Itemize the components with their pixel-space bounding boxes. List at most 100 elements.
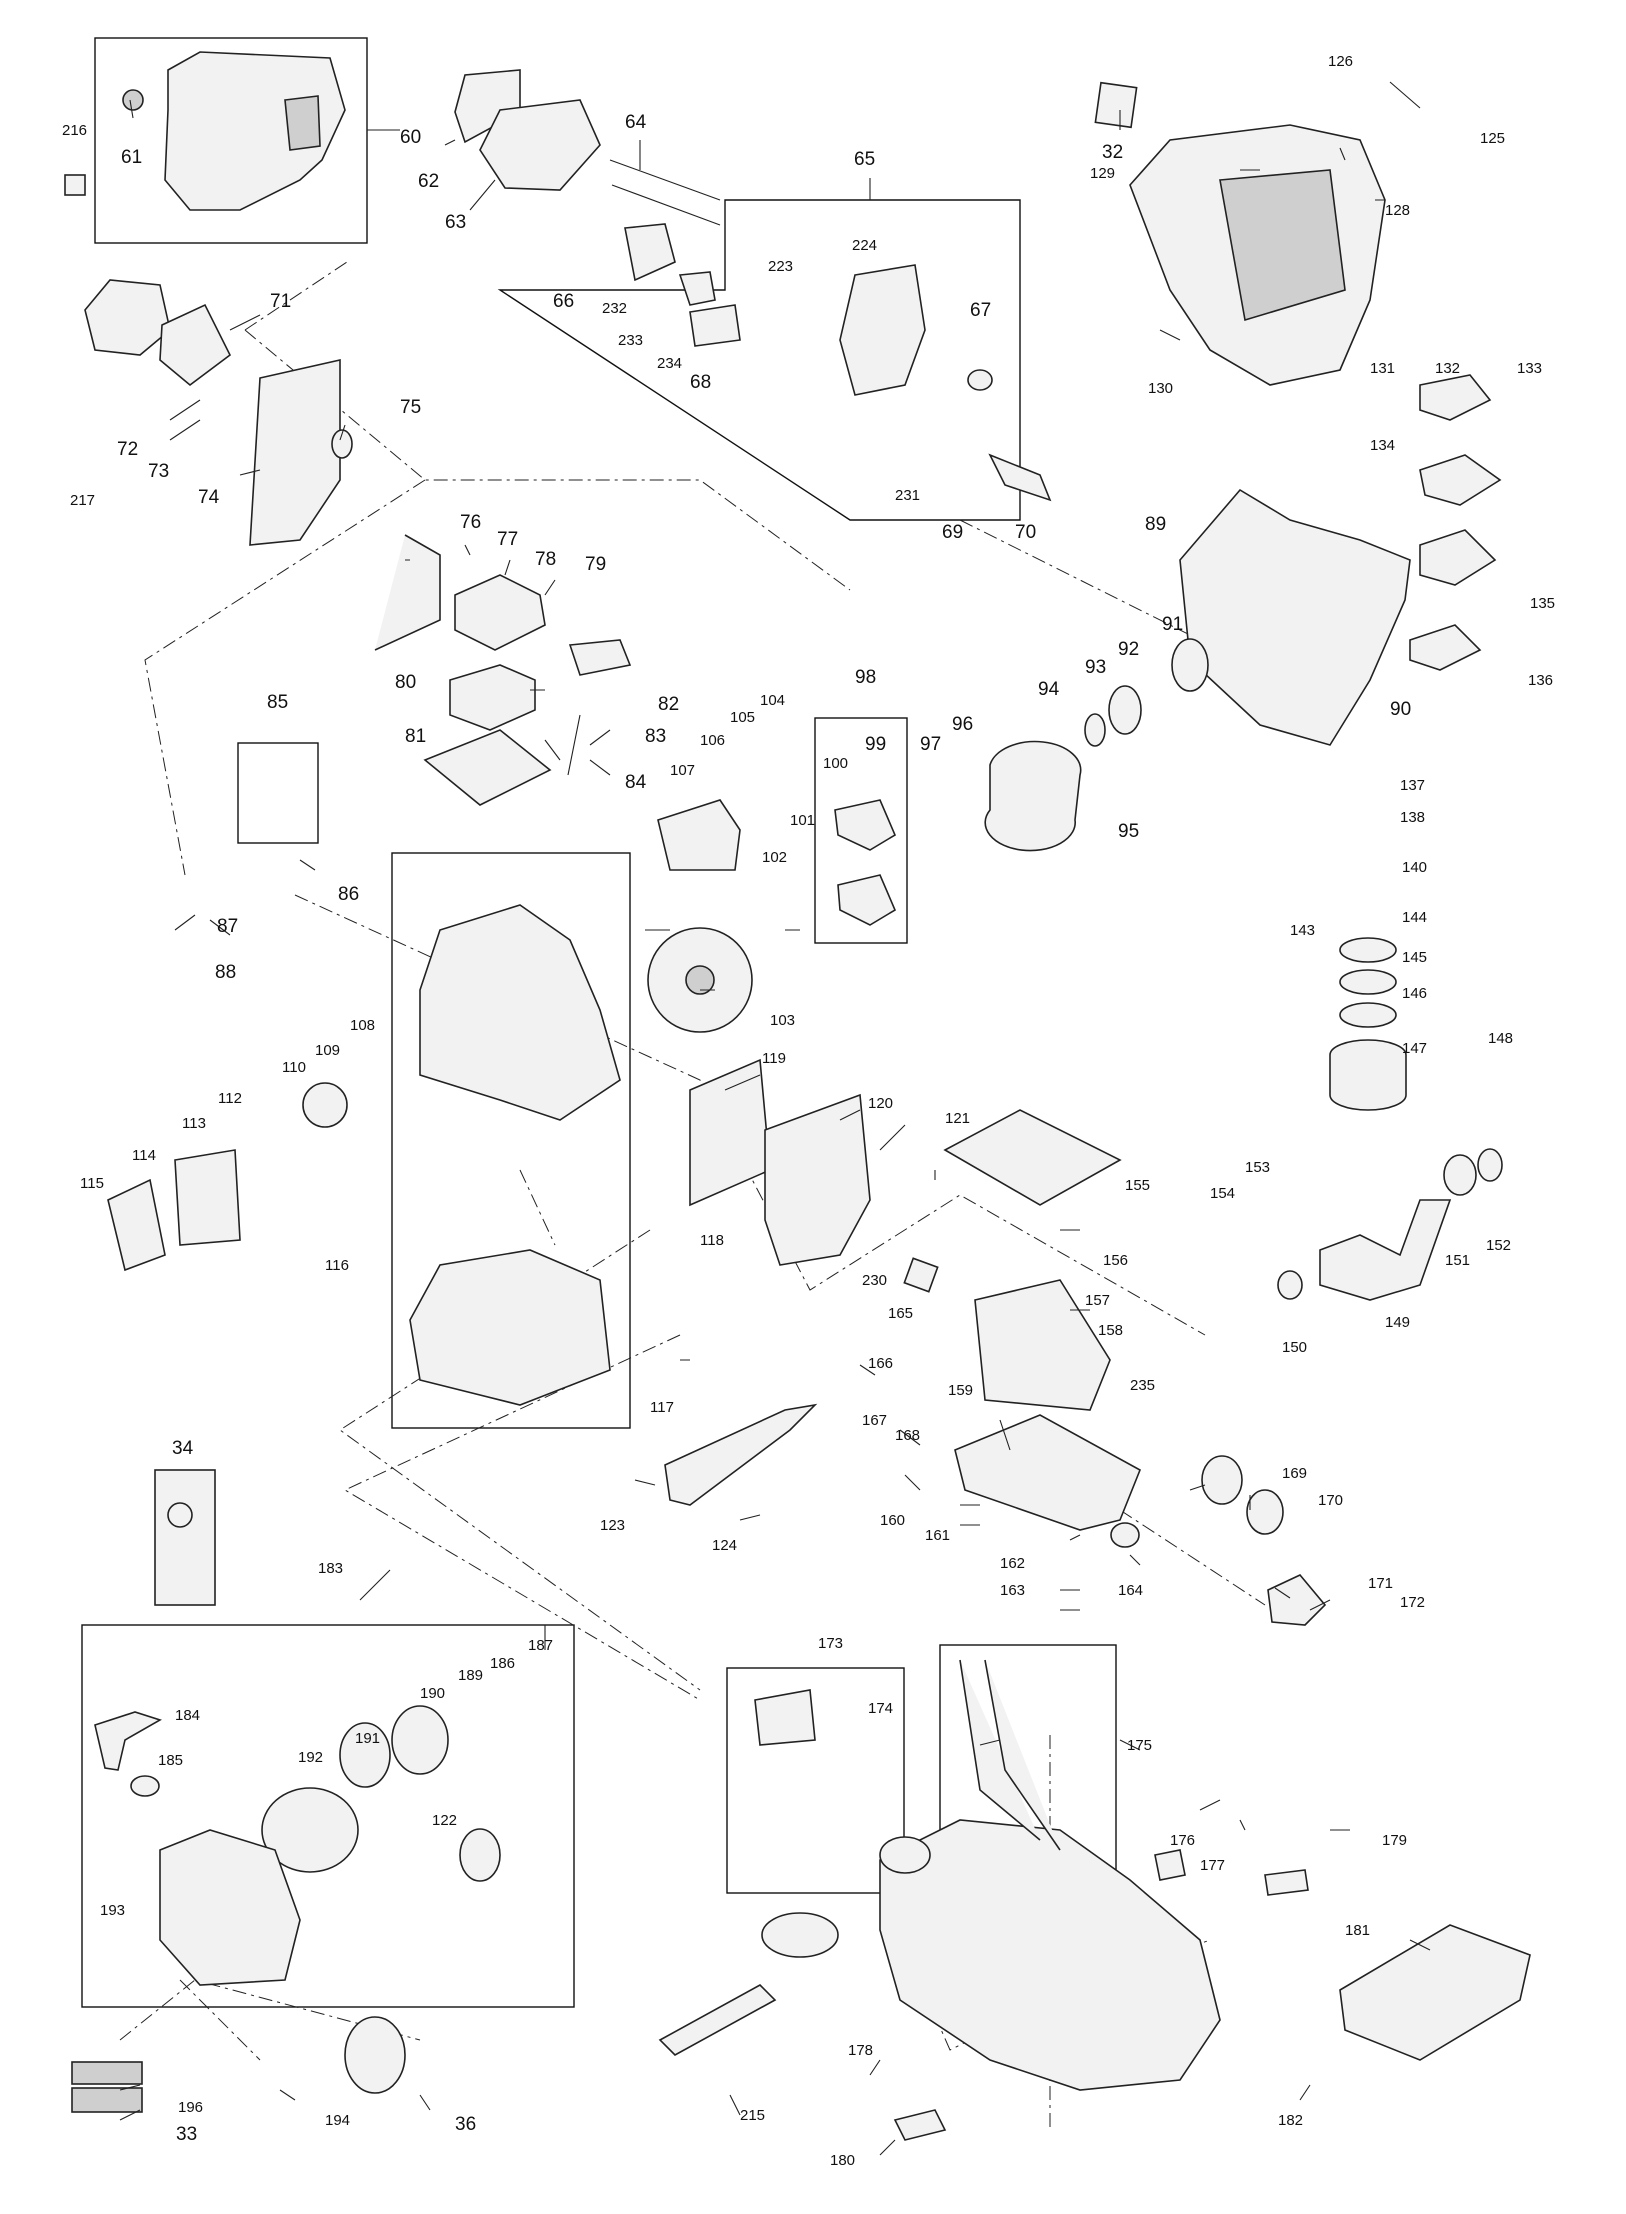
callout-80: 80 [395, 672, 416, 693]
part-84-plug [567, 714, 581, 776]
callout-103: 103 [770, 1012, 795, 1029]
callout-114: 114 [132, 1147, 156, 1164]
part-74-plate [249, 359, 341, 546]
callout-113: 113 [182, 1115, 206, 1132]
callout-126: 126 [1328, 53, 1353, 70]
callout-98: 98 [855, 667, 876, 688]
group-leaders [119, 81, 1431, 2156]
callout-162: 162 [1000, 1555, 1025, 1572]
part-muffler [764, 1093, 871, 1266]
callout-67: 67 [970, 300, 991, 321]
callout-231: 231 [895, 487, 920, 504]
part-136-clamp [1409, 624, 1482, 671]
callout-131: 131 [1370, 360, 1395, 377]
part-159-oil-case [954, 1414, 1142, 1531]
callout-187: 187 [528, 1637, 553, 1654]
callout-36: 36 [455, 2114, 476, 2135]
callout-72: 72 [117, 439, 138, 460]
label-196 [71, 2061, 143, 2085]
part-clutch-shoe-2 [837, 874, 897, 926]
tag-34-hole [167, 1502, 193, 1528]
part-234 [689, 304, 741, 347]
callout-63: 63 [445, 212, 466, 233]
part-177-filter [1154, 1849, 1186, 1881]
part-235-shield [974, 1279, 1111, 1411]
part-89-housing [1179, 488, 1411, 746]
callout-83: 83 [645, 726, 666, 747]
callout-186: 186 [490, 1655, 515, 1672]
callout-118: 118 [700, 1232, 724, 1249]
part-134-clamp [1419, 454, 1502, 506]
callout-175: 175 [1127, 1737, 1152, 1754]
callout-182: 182 [1278, 2112, 1303, 2129]
callout-194: 194 [325, 2112, 350, 2129]
part-75-oring [331, 429, 353, 459]
callout-95: 95 [1118, 821, 1139, 842]
callout-135: 135 [1530, 595, 1555, 612]
callout-104: 104 [760, 692, 785, 709]
callout-116: 116 [325, 1257, 349, 1274]
callout-60: 60 [400, 127, 421, 148]
callout-216: 216 [62, 122, 87, 139]
callout-130: 130 [1148, 380, 1173, 397]
callout-74: 74 [198, 487, 220, 508]
label-216 [64, 174, 86, 196]
callout-75: 75 [400, 397, 421, 418]
callout-193: 193 [100, 1902, 125, 1919]
part-129-vents [1219, 169, 1346, 322]
part-181-bracket [1339, 1924, 1531, 2061]
part-82-cap [568, 639, 632, 676]
callout-152: 152 [1486, 1237, 1511, 1254]
part-193-case [159, 1829, 301, 1986]
callout-169: 169 [1282, 1465, 1307, 1482]
part-109-gear [302, 1082, 348, 1128]
callout-73: 73 [148, 461, 169, 482]
callout-34: 34 [172, 1438, 194, 1459]
part-179-pad [1264, 1869, 1309, 1896]
callout-100: 100 [823, 755, 848, 772]
callout-68: 68 [690, 372, 711, 393]
part-cover-65 [839, 264, 926, 396]
part-215-loop [761, 1912, 839, 1958]
callout-151: 151 [1445, 1252, 1470, 1269]
part-93-bearing [1108, 685, 1142, 735]
label-33 [71, 2087, 143, 2113]
part-150-seal [1277, 1270, 1303, 1300]
part-123-guard [664, 1403, 818, 1506]
callout-140: 140 [1402, 859, 1427, 876]
part-164-oring [1110, 1522, 1140, 1548]
part-63-element [479, 99, 601, 191]
callout-61: 61 [121, 147, 142, 168]
callout-171: 171 [1368, 1575, 1393, 1592]
callout-159: 159 [948, 1382, 973, 1399]
callout-148: 148 [1488, 1030, 1513, 1047]
leaders [119, 81, 1431, 2156]
callout-65: 65 [854, 149, 875, 170]
callout-185: 185 [158, 1752, 183, 1769]
group-parts [84, 51, 1531, 2141]
part-170-ring [1246, 1489, 1284, 1535]
part-122-pulley [459, 1828, 501, 1882]
callout-165: 165 [888, 1305, 913, 1322]
tag-34 [154, 1469, 216, 1606]
callout-77: 77 [497, 529, 518, 550]
callout-97: 97 [920, 734, 941, 755]
callout-191: 191 [355, 1730, 380, 1747]
part-crankcase-lower [409, 1249, 611, 1406]
part-103-hub [685, 965, 715, 995]
part-114-plate [107, 1178, 166, 1272]
callout-64: 64 [625, 112, 647, 133]
part-184-handle [94, 1711, 162, 1771]
part-147-piston [1329, 1039, 1407, 1111]
part-67-oring [967, 369, 993, 391]
callout-166: 166 [868, 1355, 893, 1372]
part-151-seal [1443, 1154, 1477, 1196]
callout-168: 168 [895, 1427, 920, 1444]
group-frames [64, 37, 1138, 2113]
part-119-gasket [689, 1058, 771, 1207]
part-64-bolt-2 [611, 184, 721, 226]
callout-145: 145 [1402, 949, 1427, 966]
part-fuel-tank [879, 1819, 1221, 2091]
frame-173 [726, 1667, 905, 1894]
callout-146: 146 [1402, 985, 1427, 1002]
